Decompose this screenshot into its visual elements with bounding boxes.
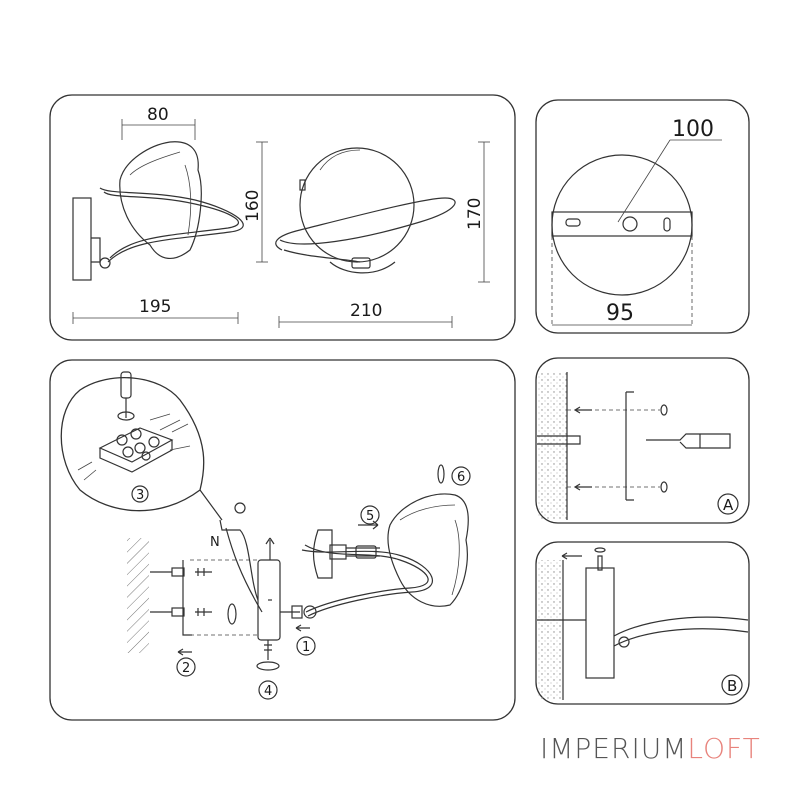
screw-icon: [195, 568, 212, 576]
step-1-label: 1: [302, 640, 310, 655]
dimensions-panel: 80 160 195 170 210: [49, 94, 516, 341]
installation-panel: 3 N 2 4: [49, 359, 516, 721]
bracket-a: [625, 391, 634, 501]
step-5-label: 5: [366, 509, 374, 524]
dim-mount-width: 100: [672, 117, 714, 142]
glass-shade-install: [387, 493, 469, 607]
brand-part-2: LOFT: [687, 732, 761, 765]
detail-b-panel: B: [535, 541, 750, 705]
brand-logo: IMPERIUMLOFT: [540, 732, 761, 765]
dim-side-height: 160: [243, 190, 263, 222]
ground-icon: [234, 502, 246, 514]
detail-a-label: A: [723, 496, 734, 514]
step-6-label: 6: [457, 470, 465, 485]
front-view-lamp: [275, 147, 456, 274]
step-3-label: 3: [136, 488, 144, 503]
detail-b-label: B: [727, 677, 737, 695]
brand-part-1: IMPERIUM: [540, 732, 688, 765]
terminal-detail: 3: [60, 371, 223, 521]
wall-anchors: [150, 567, 212, 617]
detail-a-panel: A: [535, 357, 750, 524]
dim-front-width: 210: [350, 301, 382, 321]
side-view-lamp: [72, 141, 244, 281]
dim-side-depth: 195: [139, 297, 171, 317]
mount-bracket: [551, 211, 693, 237]
dim-mount-diameter: 95: [606, 301, 634, 326]
wall-plate: [72, 197, 92, 281]
wall-hatch: [127, 538, 149, 653]
dim-side-width: 80: [147, 105, 169, 125]
step-4-label: 4: [264, 684, 272, 699]
screw-icon: [195, 608, 212, 616]
mount-plate-panel: 100 95: [535, 99, 750, 334]
dim-front-height: 170: [465, 198, 485, 230]
wire-n-label: N: [210, 535, 220, 550]
screwdriver-a-icon: [646, 433, 731, 449]
step-2-label: 2: [182, 661, 190, 676]
wall-plate-b: [585, 567, 615, 679]
bulb-icon: [355, 545, 377, 559]
glass-shade: [119, 141, 202, 259]
lamp-arm-install: 5 6: [301, 464, 471, 619]
